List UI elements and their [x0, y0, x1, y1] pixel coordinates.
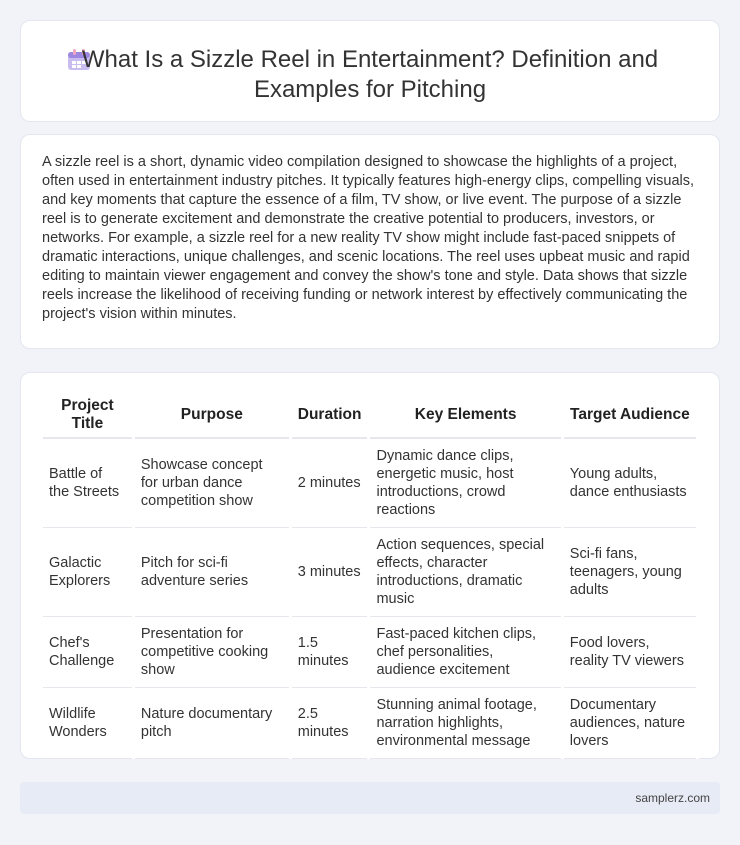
- cell-key-elements: Dynamic dance clips, energetic music, ho…: [368, 438, 564, 528]
- footer-site-link[interactable]: samplerz.com: [635, 791, 710, 805]
- sizzle-reel-table: Project Title Purpose Duration Key Eleme…: [43, 393, 700, 759]
- header-purpose: Purpose: [133, 393, 292, 439]
- cell-target-audience: Young adults, dance enthusiasts: [562, 438, 700, 528]
- intro-paragraph: A sizzle reel is a short, dynamic video …: [42, 154, 695, 322]
- table-row: Chef's Challenge Presentation for compet…: [43, 616, 700, 688]
- cell-project-title: Chef's Challenge: [43, 616, 135, 688]
- cell-purpose: Presentation for competitive cooking sho…: [133, 616, 292, 688]
- cell-purpose: Showcase concept for urban dance competi…: [133, 438, 292, 528]
- cell-project-title: Galactic Explorers: [43, 527, 135, 617]
- cell-duration: 1.5 minutes: [290, 616, 371, 688]
- cell-duration: 2 minutes: [290, 438, 371, 528]
- table-row: Battle of the Streets Showcase concept f…: [43, 438, 700, 528]
- cell-target-audience: Sci-fi fans, teenagers, young adults: [562, 527, 700, 617]
- table-row: Wildlife Wonders Nature documentary pitc…: [43, 687, 700, 759]
- cell-project-title: Wildlife Wonders: [43, 687, 135, 759]
- table-card: Project Title Purpose Duration Key Eleme…: [20, 372, 720, 759]
- intro-card: A sizzle reel is a short, dynamic video …: [20, 134, 720, 349]
- header-project-title: Project Title: [43, 393, 135, 439]
- header-key-elements: Key Elements: [368, 393, 564, 439]
- cell-target-audience: Food lovers, reality TV viewers: [562, 616, 700, 688]
- header-duration: Duration: [290, 393, 371, 439]
- cell-target-audience: Documentary audiences, nature lovers: [562, 687, 700, 759]
- cell-key-elements: Action sequences, special effects, chara…: [368, 527, 564, 617]
- title-card: What Is a Sizzle Reel in Entertainment? …: [20, 20, 720, 122]
- cell-project-title: Battle of the Streets: [43, 438, 135, 528]
- cell-purpose: Pitch for sci-fi adventure series: [133, 527, 292, 617]
- calendar-icon: [68, 49, 90, 70]
- table-header-row: Project Title Purpose Duration Key Eleme…: [43, 393, 700, 439]
- table-row: Galactic Explorers Pitch for sci-fi adve…: [43, 527, 700, 617]
- header-target-audience: Target Audience: [562, 393, 700, 439]
- cell-key-elements: Fast-paced kitchen clips, chef personali…: [368, 616, 564, 688]
- footer-bar: samplerz.com: [20, 782, 720, 814]
- cell-duration: 3 minutes: [290, 527, 371, 617]
- cell-key-elements: Stunning animal footage, narration highl…: [368, 687, 564, 759]
- cell-duration: 2.5 minutes: [290, 687, 371, 759]
- page-title: What Is a Sizzle Reel in Entertainment? …: [81, 46, 659, 103]
- cell-purpose: Nature documentary pitch: [133, 687, 292, 759]
